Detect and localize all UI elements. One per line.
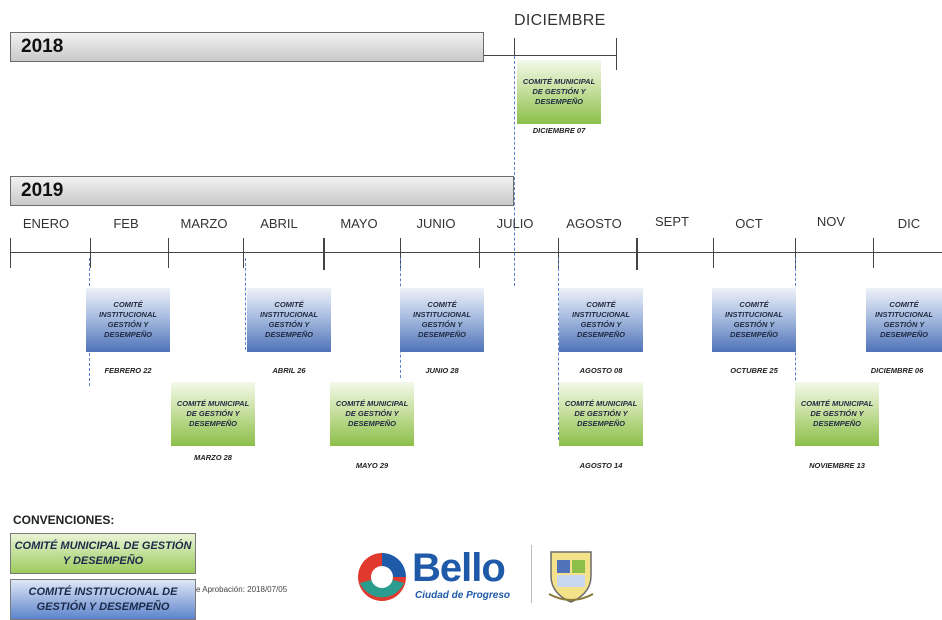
month-label: MARZO [180,216,228,231]
timeline-tick [243,238,244,268]
timeline-tick [558,238,559,268]
event-box-institucional: COMITÉ INSTITUCIONAL GESTIÓN Y DESEMPEÑO [559,288,643,352]
month-label: SEPT [655,214,689,229]
logo-tagline: Ciudad de Progreso [415,590,511,601]
timeline-tick [795,238,796,268]
legend-municipal: COMITÉ MUNICIPAL DE GESTIÓN Y DESEMPEÑO [10,533,196,574]
tick-2018-end [616,38,617,70]
timeline-tick [873,238,874,268]
event-box-dec-2018: COMITÉ MUNICIPAL DE GESTIÓN Y DESEMPEÑO [517,60,601,124]
year-2018-bar: 2018 [10,32,484,62]
month-label: JUNIO [416,216,456,231]
month-label: FEB [113,216,139,231]
month-label: JULIO [496,216,534,231]
timeline-tick [479,238,480,268]
event-date: DICIEMBRE 06 [870,366,924,375]
december-2018-label: DICIEMBRE [514,12,606,29]
month-label: MAYO [340,216,378,231]
event-box-municipal: COMITÉ MUNICIPAL DE GESTIÓN Y DESEMPEÑO [330,382,414,446]
month-label: DIC [897,216,921,231]
event-date: JUNIO 28 [425,366,459,375]
coat-of-arms-icon [548,551,594,603]
event-date: ABRIL 26 [272,366,306,375]
tick-2018-start [514,38,515,56]
bello-logo-icon [358,553,406,601]
event-date: OCTUBRE 25 [730,366,778,375]
event-date: NOVIEMBRE 13 [809,461,865,470]
month-label: ABRIL [260,216,298,231]
event-date-dec-2018: DICIEMBRE 07 [532,126,586,135]
timeline-2018 [484,55,617,56]
approval-date: e Aprobación: 2018/07/05 [196,585,288,594]
dashed-guide [245,258,246,350]
year-2019-bar: 2019 [10,176,514,206]
event-box-institucional: COMITÉ INSTITUCIONAL GESTIÓN Y DESEMPEÑO [712,288,796,352]
event-box-institucional: COMITÉ INSTITUCIONAL GESTIÓN Y DESEMPEÑO [86,288,170,352]
timeline-tick [636,238,638,270]
logo-separator [531,545,532,603]
event-box-institucional: COMITÉ INSTITUCIONAL GESTIÓN Y DESEMPEÑO [400,288,484,352]
event-box-institucional: COMITÉ INSTITUCIONAL GESTIÓN Y DESEMPEÑO [247,288,331,352]
event-box-municipal: COMITÉ MUNICIPAL DE GESTIÓN Y DESEMPEÑO [171,382,255,446]
timeline-tick [10,238,11,268]
event-date: AGOSTO 08 [579,366,623,375]
timeline-tick [713,238,714,268]
month-label: ENERO [22,216,70,231]
event-box-institucional: COMITÉ INSTITUCIONAL GESTIÓN Y DESEMPEÑO [866,288,942,352]
legend-institucional: COMITÉ INSTITUCIONAL DE GESTIÓN Y DESEMP… [10,579,196,620]
event-date: AGOSTO 14 [579,461,623,470]
timeline-tick [90,238,91,268]
event-box-municipal: COMITÉ MUNICIPAL DE GESTIÓN Y DESEMPEÑO [559,382,643,446]
dashed-guide [558,258,559,440]
event-date: MAYO 29 [355,461,389,470]
event-date: FEBRERO 22 [104,366,152,375]
timeline-tick [323,238,325,270]
month-label: NOV [816,214,846,229]
logo-wordmark: Bello [412,546,506,590]
dashed-guide-dec-2018 [514,56,515,286]
timeline-tick [400,238,401,268]
event-date: MARZO 28 [194,453,232,462]
timeline-2019 [10,252,942,253]
timeline-tick [168,238,169,268]
month-label: AGOSTO [566,216,622,231]
month-label: OCT [735,216,763,231]
conventions-title: CONVENCIONES: [13,513,115,527]
event-box-municipal: COMITÉ MUNICIPAL DE GESTIÓN Y DESEMPEÑO [795,382,879,446]
